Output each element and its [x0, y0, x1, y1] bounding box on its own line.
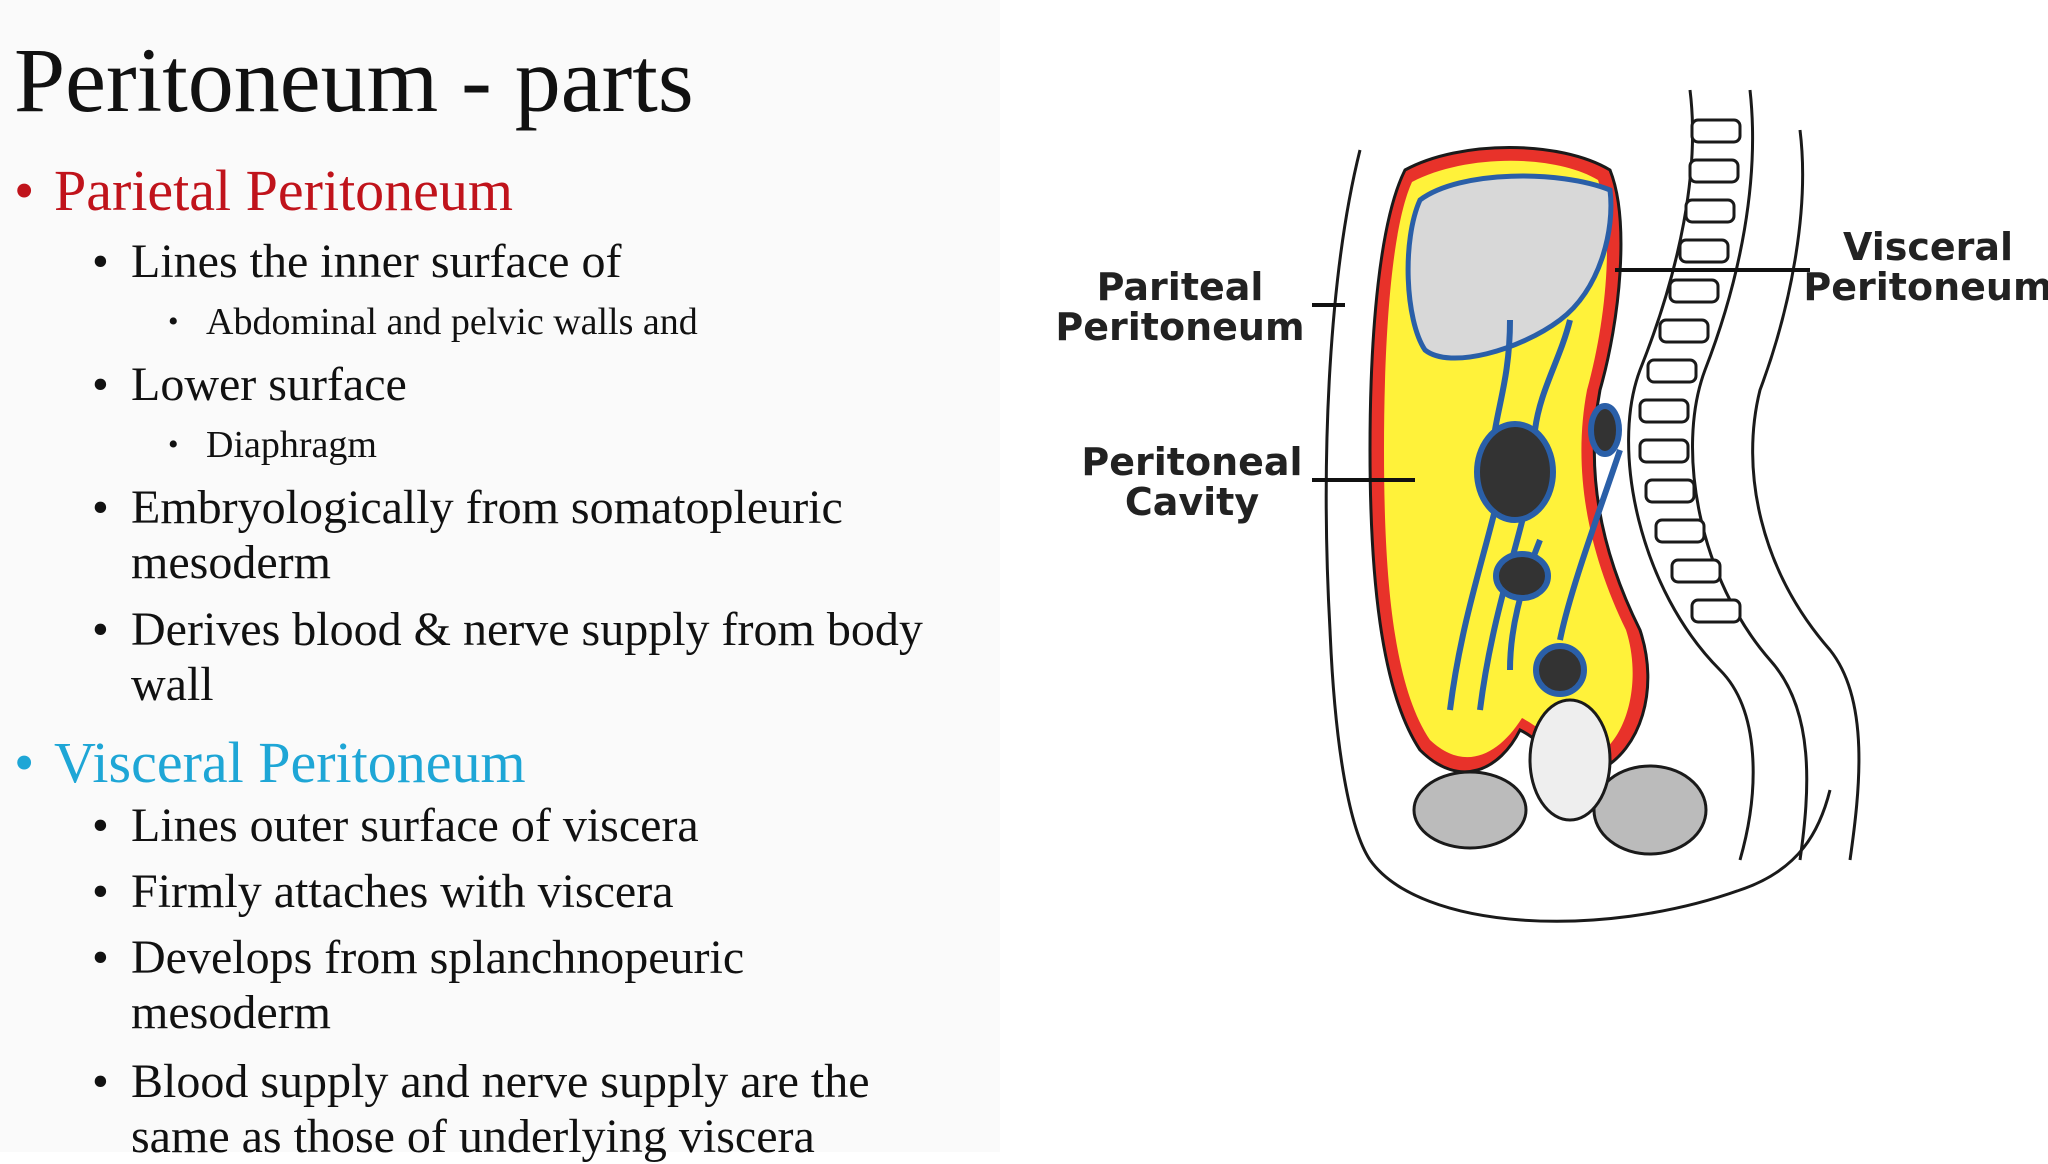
- slide-title: Peritoneum - parts: [14, 29, 694, 131]
- body-outline: [1324, 149, 1372, 861]
- intestines: [1474, 403, 1622, 697]
- label-visceral-line1: Visceral: [1843, 225, 2013, 269]
- bullet: •: [14, 730, 35, 795]
- label-parietal-line2: Peritoneum: [1055, 305, 1304, 349]
- label-parietal-line1: Pariteal: [1097, 265, 1264, 309]
- label-cavity-line1: Peritoneal: [1081, 440, 1302, 484]
- peritoneum-diagram: Pariteal Peritoneum Peritoneal Cavity Vi…: [1040, 70, 2048, 950]
- label-visceral-line2: Peritoneum: [1803, 265, 2048, 309]
- label-lines: [1312, 268, 1810, 482]
- vertebral-column: [1627, 89, 1861, 861]
- liver: [1405, 173, 1614, 361]
- bullet: •: [14, 158, 35, 223]
- pelvic-organs: [1412, 698, 1708, 856]
- pelvic-outline: [1368, 789, 1832, 923]
- label-cavity-line2: Cavity: [1125, 480, 1259, 524]
- vertebrae: [1638, 118, 1742, 624]
- peritoneum-diagram-svg: Pariteal Peritoneum Peritoneal Cavity Vi…: [1055, 89, 2048, 923]
- text-column: Peritoneum - parts • Parietal Peritoneum…: [0, 0, 1000, 1163]
